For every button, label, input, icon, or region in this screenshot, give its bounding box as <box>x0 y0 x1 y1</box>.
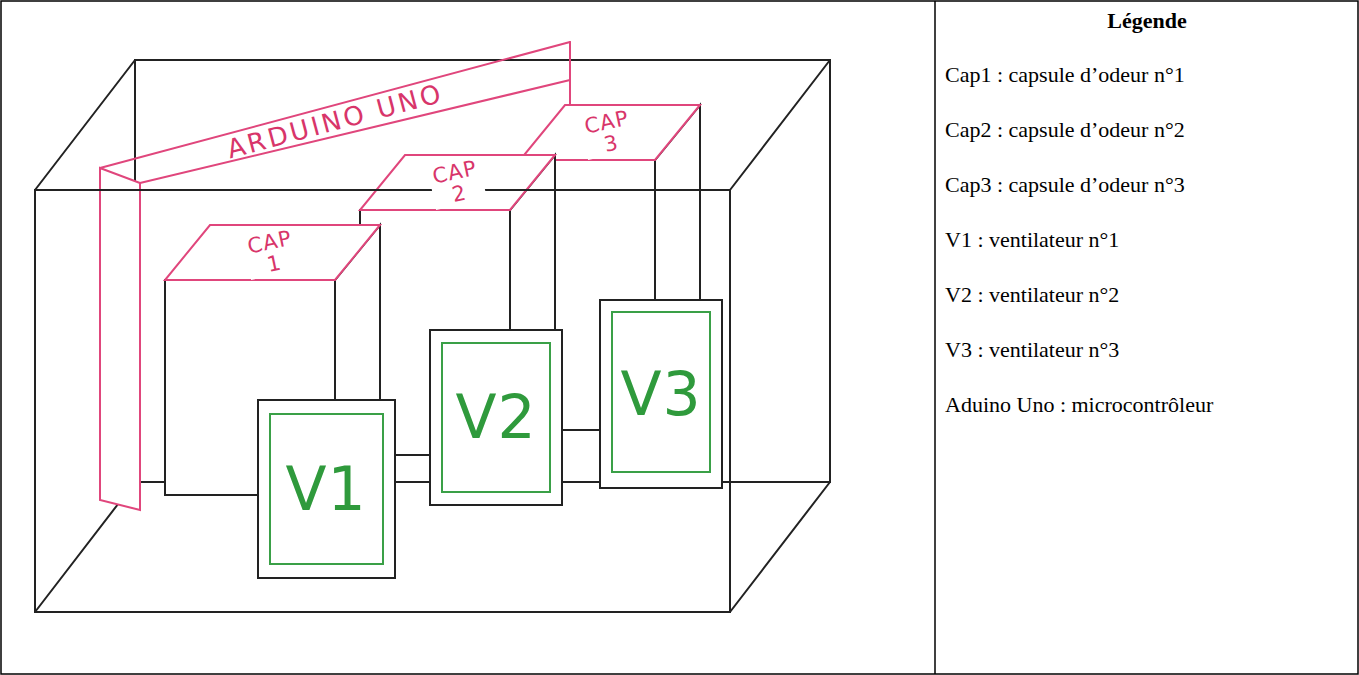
arduino-bracket <box>569 42 571 105</box>
fan <box>258 400 395 578</box>
node-text: V3 <box>620 363 701 426</box>
legend-text: V1 : ventilateur n°1 <box>945 227 1119 253</box>
housing-back <box>35 60 830 612</box>
housing-front <box>35 60 830 612</box>
capsule-top <box>520 105 700 160</box>
fan-square <box>442 343 550 492</box>
legend-text: Cap1 : capsule d’odeur n°1 <box>945 62 1185 88</box>
legend-entry: V3 : ventilateur n°3 <box>945 337 1119 363</box>
legend-text: V2 : ventilateur n°2 <box>945 282 1119 308</box>
fan <box>430 330 562 505</box>
housing-edge <box>730 482 830 612</box>
legend-entry: Cap1 : capsule d’odeur n°1 <box>945 62 1185 88</box>
arduino-bracket <box>100 42 570 168</box>
housing-edge <box>730 60 830 190</box>
fan-box: V2 <box>452 384 539 451</box>
label-text: Légende <box>1107 8 1186 33</box>
fan-square <box>270 414 383 564</box>
fan-frame <box>430 330 562 505</box>
node-text: CAP 2 <box>427 156 487 210</box>
capsule-top <box>360 155 555 210</box>
legend-entry: V2 : ventilateur n°2 <box>945 282 1119 308</box>
capsule-top <box>165 225 380 280</box>
legend-text: Cap3 : capsule d’odeur n°3 <box>945 172 1185 198</box>
node-text: CAP 1 <box>242 226 302 280</box>
node-text: CAP 3 <box>579 106 639 160</box>
node-text: V1 <box>285 458 366 521</box>
legend-entry: Cap3 : capsule d’odeur n°3 <box>945 172 1185 198</box>
legend-text: Aduino Uno : microcontrôleur <box>945 392 1213 418</box>
legend-text: Cap2 : capsule d’odeur n°2 <box>945 117 1185 143</box>
fan-frame <box>600 300 722 488</box>
legend-heading: Légende <box>936 8 1358 34</box>
table-divider <box>934 1 936 674</box>
arduino-board <box>100 168 140 510</box>
legend-entry: Aduino Uno : microcontrôleur <box>945 392 1213 418</box>
board-label: ARDUINO UNO <box>220 77 449 166</box>
fan-box: V3 <box>617 361 704 428</box>
fan-box: V1 <box>282 456 369 523</box>
fan-square <box>612 312 710 472</box>
legend-entry: Cap2 : capsule d’odeur n°2 <box>945 117 1185 143</box>
node-text: V2 <box>455 386 536 449</box>
fan-frame <box>258 400 395 578</box>
housing-front-face <box>35 190 730 612</box>
legend-entry: V1 : ventilateur n°1 <box>945 227 1119 253</box>
fan <box>600 300 722 488</box>
legend-text: V3 : ventilateur n°3 <box>945 337 1119 363</box>
housing-edge <box>35 60 135 190</box>
node-text: ARDUINO UNO <box>224 80 446 164</box>
